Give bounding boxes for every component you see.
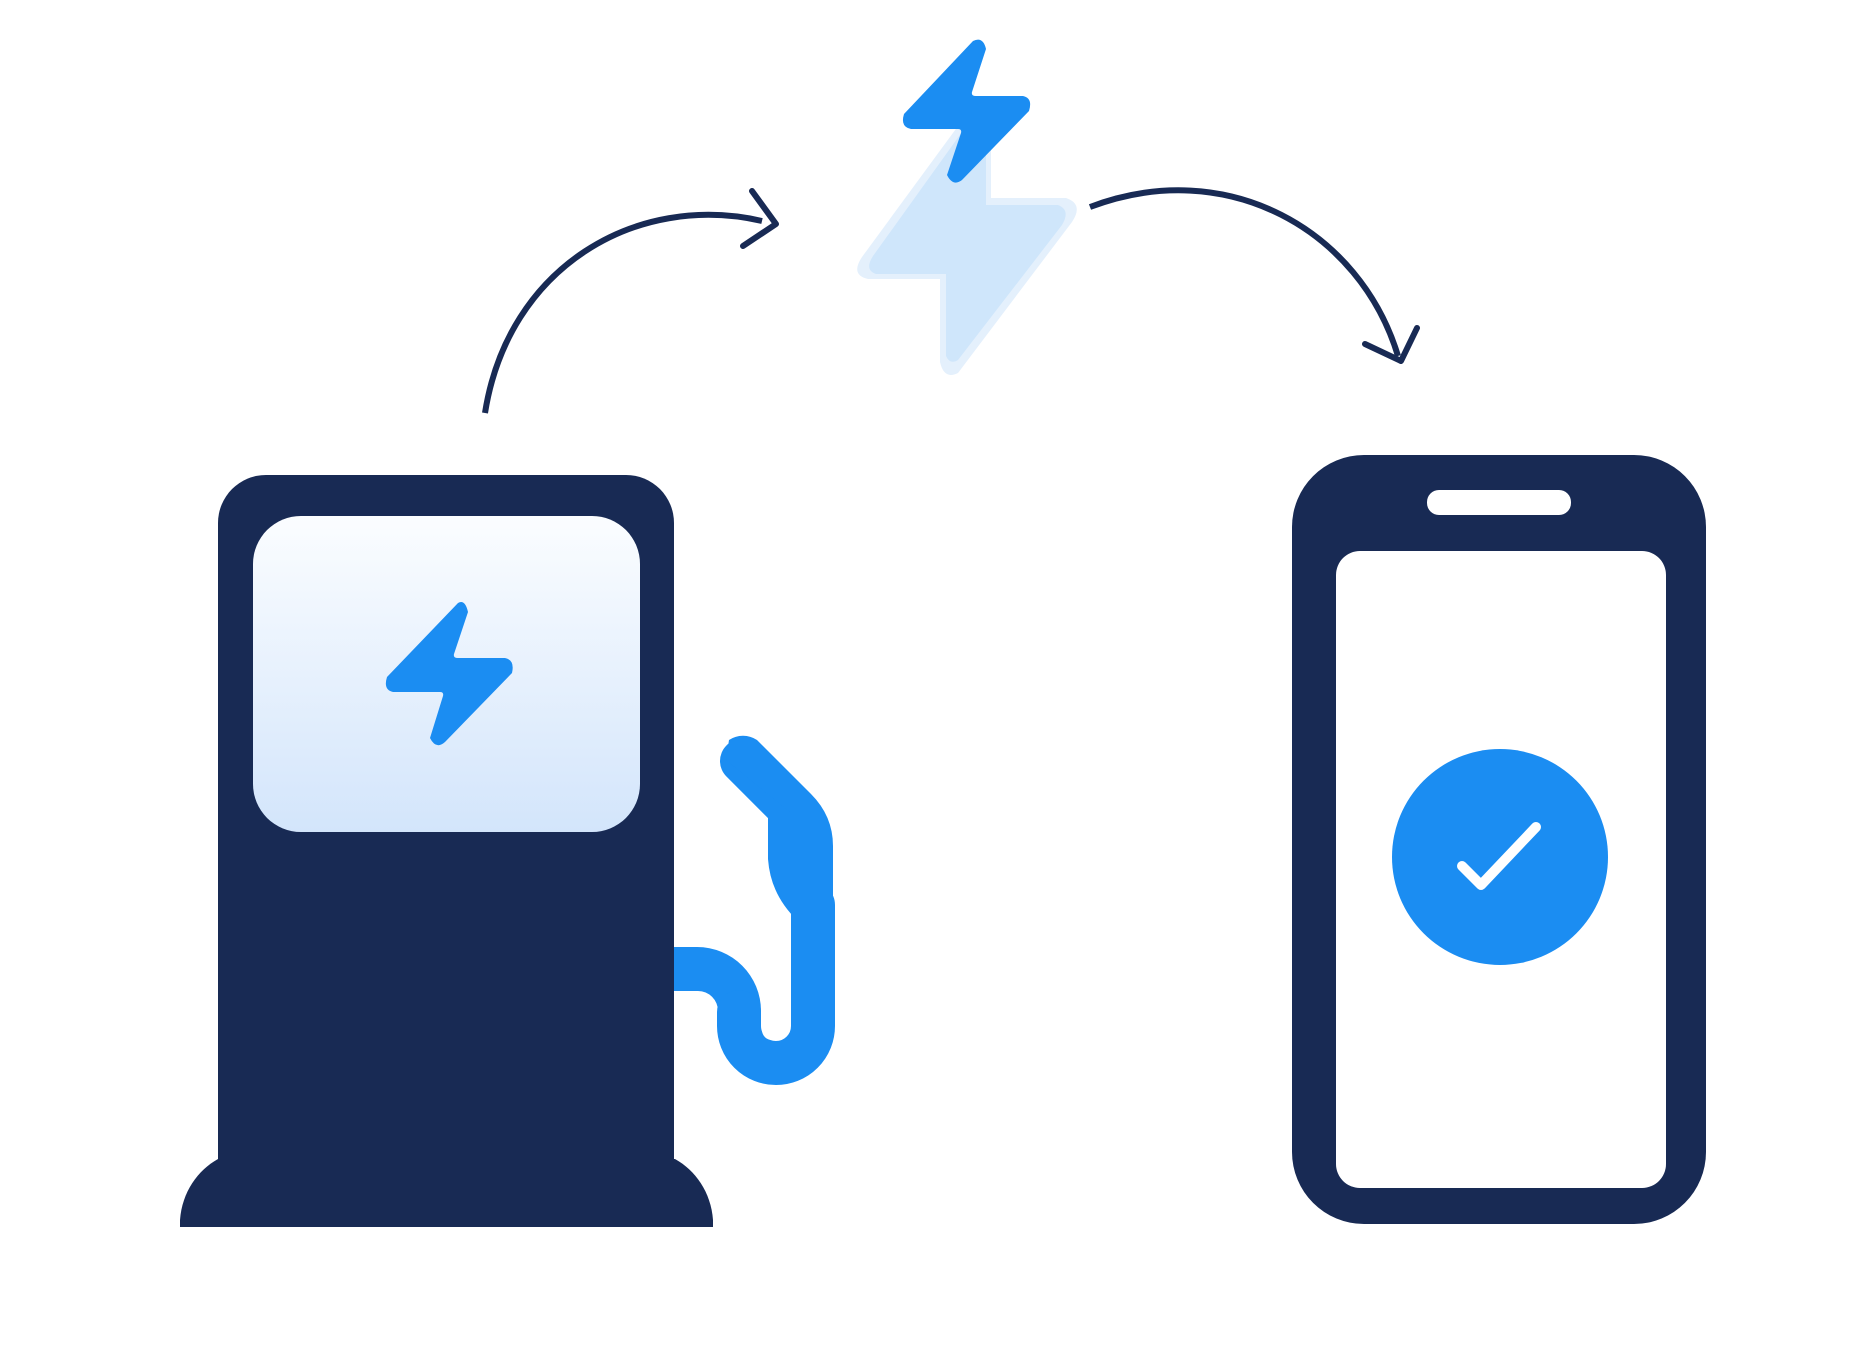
charger-nozzle-slot [762, 1014, 788, 1040]
energy-transfer-lightning-bolt-icon [857, 39, 1077, 375]
energy-bolt-shadow [869, 117, 1066, 362]
arrow-head-right [1362, 325, 1420, 364]
arrow-charger-to-energy [482, 211, 763, 414]
arrow-head-left [740, 188, 779, 249]
transfer-arrows [482, 187, 1420, 414]
phone-speaker [1427, 490, 1571, 515]
charger-screen-lightning-bolt-icon [385, 602, 513, 746]
phone-status-checkmark-icon [1457, 822, 1541, 890]
arrow-energy-to-phone [1088, 187, 1401, 357]
phone-status-circle [1392, 749, 1608, 965]
energy-bolt-main [902, 39, 1031, 183]
charging-station [180, 475, 835, 1227]
charger-nozzle-handle [726, 735, 833, 905]
charger-base [180, 1159, 713, 1227]
smartphone [1292, 455, 1706, 1224]
